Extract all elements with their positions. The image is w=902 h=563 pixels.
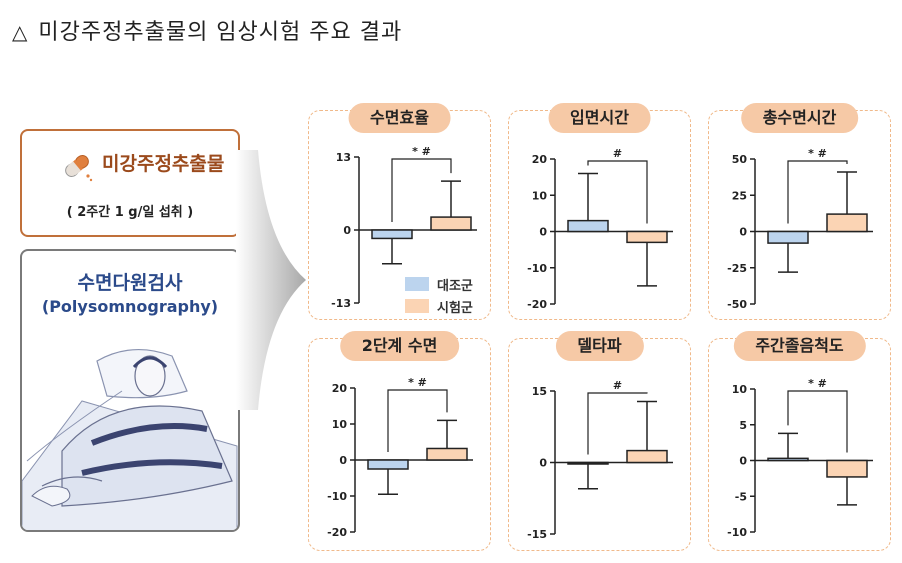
y-tick-label: 0 [539, 226, 547, 239]
chart-panel: 델타파 15 0 -15 # [508, 331, 691, 551]
extract-card: 미강주정추출물 ( 2주간 1 g/일 섭취 ) [20, 129, 240, 237]
chart-panel: 2단계 수면 20 10 0 -10 -20 * # [308, 331, 491, 551]
y-tick-label: 10 [732, 383, 748, 396]
significance-label: # [613, 379, 622, 392]
page-title: △ 미강주정추출물의 임상시험 주요 결과 [12, 14, 402, 46]
bar-control [371, 229, 413, 240]
page-title-text: 미강주정추출물의 임상시험 주요 결과 [38, 20, 403, 45]
bar-test [626, 230, 668, 244]
chart-title: 수면효율 [348, 103, 451, 133]
significance-bracket [787, 390, 848, 453]
legend-swatch-test [405, 299, 429, 313]
extract-name: 미강주정추출물 [102, 153, 225, 175]
y-tick-label: 0 [343, 224, 351, 237]
legend-label-control: 대조군 [437, 278, 473, 294]
chart-panel: 입면시간 20 10 0 -10 -20 # [508, 103, 691, 320]
psg-subtitle: (Polysomnography) [41, 297, 219, 316]
y-tick-label: 13 [336, 151, 351, 164]
significance-label: # [613, 147, 622, 160]
triangle-outline-icon: △ [12, 20, 29, 44]
chart-panel: 수면효율 13 0 -13 * # [308, 103, 491, 320]
psg-card: 수면다원검사 (Polysomnography) [20, 249, 240, 532]
bar-control [767, 457, 809, 462]
chart-svg: 50 25 0 -25 -50 * # [727, 147, 873, 311]
y-tick-label: -10 [727, 526, 747, 539]
y-tick-label: 10 [332, 418, 348, 431]
significance-label: * # [808, 147, 827, 160]
chart-svg: 10 5 0 -5 -10 * # [727, 377, 873, 539]
chart-panel: 총수면시간 50 25 0 -25 -50 * # [708, 103, 891, 320]
y-tick-label: 0 [539, 457, 547, 470]
chart-title: 2단계 수면 [339, 331, 460, 361]
y-tick-label: -20 [327, 526, 347, 539]
legend-item-control: 대조군 [405, 273, 473, 295]
chart-svg: 13 0 -13 * # [331, 145, 477, 310]
y-tick-label: -10 [327, 490, 347, 503]
bar-test [826, 459, 868, 478]
legend-label-test: 시험군 [437, 300, 473, 316]
y-tick-label: 0 [739, 455, 747, 468]
y-tick-label: 20 [332, 382, 348, 395]
sleeping-patient-illustration [22, 348, 238, 530]
y-tick-label: 10 [532, 189, 548, 202]
legend-item-test: 시험군 [405, 295, 473, 317]
arrow-right-icon [236, 150, 306, 410]
y-tick-label: -10 [527, 262, 547, 275]
y-tick-label: -15 [527, 528, 547, 541]
y-tick-label: 20 [532, 153, 548, 166]
legend-swatch-control [405, 277, 429, 291]
y-tick-label: -25 [727, 262, 747, 275]
extract-dose: ( 2주간 1 g/일 섭취 ) [66, 205, 194, 220]
y-tick-label: 0 [739, 226, 747, 239]
chart-svg: 15 0 -15 # [527, 379, 673, 541]
chart-title: 총수면시간 [740, 103, 859, 133]
capsule-icon [65, 155, 93, 182]
chart-panel: 주간졸음척도 10 5 0 -5 -10 * # [708, 331, 891, 551]
chart-svg: 20 10 0 -10 -20 # [527, 147, 673, 311]
bar-test [826, 213, 868, 233]
significance-bracket [587, 160, 648, 224]
significance-bracket [587, 392, 648, 455]
bar-test [430, 216, 472, 231]
bar-control [767, 230, 809, 244]
chart-title: 주간졸음척도 [733, 331, 866, 361]
y-tick-label: -13 [331, 297, 351, 310]
y-tick-label: 25 [732, 189, 747, 202]
legend: 대조군 시험군 [405, 273, 473, 317]
significance-bracket [391, 158, 452, 222]
psg-title: 수면다원검사 [77, 272, 183, 294]
y-tick-label: -50 [727, 298, 747, 311]
y-tick-label: 5 [739, 419, 747, 432]
bar-test [626, 449, 668, 464]
y-tick-label: -20 [527, 298, 547, 311]
significance-bracket [387, 389, 448, 452]
significance-label: * # [408, 376, 427, 389]
chart-title: 입면시간 [548, 103, 651, 133]
significance-label: * # [412, 145, 431, 158]
chart-title: 델타파 [555, 331, 644, 361]
y-tick-label: 0 [339, 454, 347, 467]
chart-svg: 20 10 0 -10 -20 * # [327, 376, 473, 539]
significance-label: * # [808, 377, 827, 390]
bar-control [367, 459, 409, 470]
y-tick-label: -5 [735, 490, 747, 503]
bar-control [567, 219, 609, 233]
significance-bracket [787, 160, 848, 224]
y-tick-label: 15 [532, 385, 547, 398]
bar-test [426, 447, 468, 461]
y-tick-label: 50 [732, 153, 748, 166]
